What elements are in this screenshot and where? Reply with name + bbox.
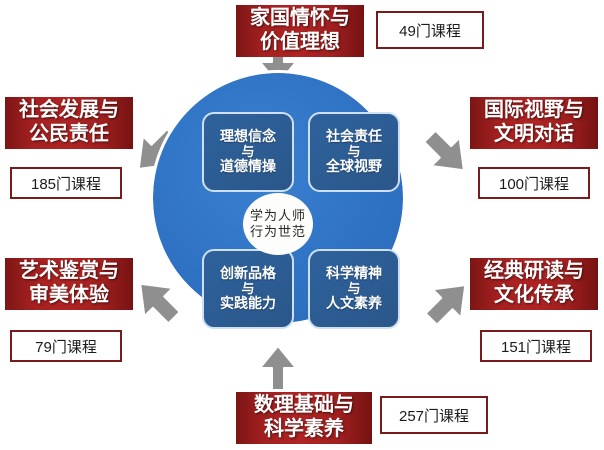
- module-label-classics-culture-line2: 文化传承: [494, 284, 574, 306]
- quadrant-science-humanities-line3: 人文素养: [326, 295, 382, 312]
- quadrant-science-humanities[interactable]: 科学精神 与 人文素养: [308, 249, 400, 329]
- module-label-art-appreciation-line2: 审美体验: [29, 284, 109, 306]
- module-label-social-development-line2: 公民责任: [29, 123, 109, 145]
- module-label-math-science-line1: 数理基础与: [254, 394, 354, 417]
- module-label-international-vision-line2: 文明对话: [494, 123, 574, 145]
- module-label-patriotism-line2: 价值理想: [260, 31, 340, 53]
- quadrant-social-responsibility-line3: 全球视野: [326, 158, 382, 175]
- module-label-math-science[interactable]: 数理基础与 科学素养: [236, 392, 372, 444]
- module-label-art-appreciation[interactable]: 艺术鉴赏与 审美体验: [5, 258, 133, 310]
- quadrant-ideals-line1: 理想信念: [220, 128, 276, 145]
- module-label-social-development-line1: 社会发展与: [19, 99, 119, 122]
- quadrant-science-humanities-line1: 科学精神: [326, 265, 382, 282]
- quadrant-ideals-line2: 与: [241, 143, 255, 159]
- quadrant-ideals[interactable]: 理想信念 与 道德情操: [202, 112, 294, 192]
- quadrant-innovation-line3: 实践能力: [220, 295, 276, 312]
- module-label-art-appreciation-line1: 艺术鉴赏与: [19, 260, 119, 283]
- module-label-social-development[interactable]: 社会发展与 公民责任: [5, 97, 133, 149]
- module-label-patriotism[interactable]: 家国情怀与 价值理想: [236, 5, 364, 57]
- module-count-math-science: 257门课程: [380, 396, 488, 434]
- arrow-bottom-icon: [256, 344, 300, 392]
- module-label-patriotism-line1: 家国情怀与: [250, 7, 350, 30]
- module-count-patriotism: 49门课程: [376, 11, 484, 49]
- quadrant-innovation-line2: 与: [241, 280, 255, 296]
- quadrant-ideals-line3: 道德情操: [220, 158, 276, 175]
- quadrant-innovation-line1: 创新品格: [220, 265, 276, 282]
- arrow-right-top-icon: [418, 126, 480, 182]
- module-label-classics-culture-line1: 经典研读与: [484, 260, 584, 283]
- module-count-social-development: 185门课程: [10, 167, 122, 199]
- quadrant-social-responsibility-line1: 社会责任: [326, 128, 382, 145]
- module-count-classics-culture: 151门课程: [480, 330, 592, 362]
- module-label-international-vision-line1: 国际视野与: [484, 99, 584, 122]
- module-count-international-vision: 100门课程: [478, 167, 590, 199]
- center-motto: 学为人师 行为世范: [243, 193, 313, 255]
- quadrant-science-humanities-line2: 与: [347, 280, 361, 296]
- quadrant-innovation[interactable]: 创新品格 与 实践能力: [202, 249, 294, 329]
- quadrant-social-responsibility[interactable]: 社会责任 与 全球视野: [308, 112, 400, 192]
- center-motto-line2: 行为世范: [249, 224, 306, 239]
- quadrant-social-responsibility-line2: 与: [347, 143, 361, 159]
- module-count-art-appreciation: 79门课程: [10, 330, 122, 362]
- module-label-international-vision[interactable]: 国际视野与 文明对话: [470, 97, 598, 149]
- arrow-left-bottom-icon: [124, 272, 186, 328]
- arrow-right-bottom-icon: [418, 272, 480, 328]
- module-label-classics-culture[interactable]: 经典研读与 文化传承: [470, 258, 598, 310]
- center-motto-line1: 学为人师: [249, 208, 306, 224]
- module-label-math-science-line2: 科学素养: [264, 418, 344, 440]
